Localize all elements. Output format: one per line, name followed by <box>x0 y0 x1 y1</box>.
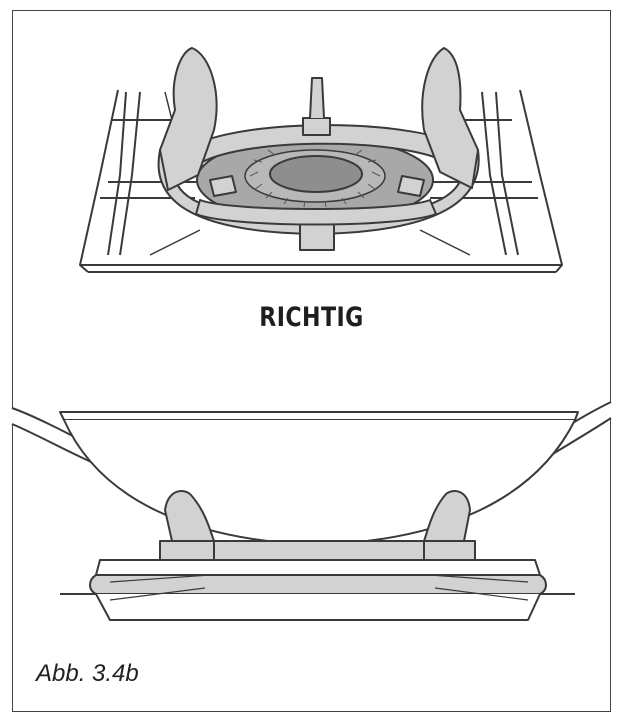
burner-flame-holes <box>249 149 381 208</box>
wok <box>59 411 579 546</box>
wok-support-ring <box>157 47 480 251</box>
pan-grid-side <box>60 559 575 621</box>
hob-side-view <box>11 401 612 621</box>
status-label: RICHTIG <box>259 302 364 333</box>
burner-cap <box>269 155 363 193</box>
hob-top-view <box>79 47 563 273</box>
figure-caption: Abb. 3.4b <box>36 660 139 687</box>
